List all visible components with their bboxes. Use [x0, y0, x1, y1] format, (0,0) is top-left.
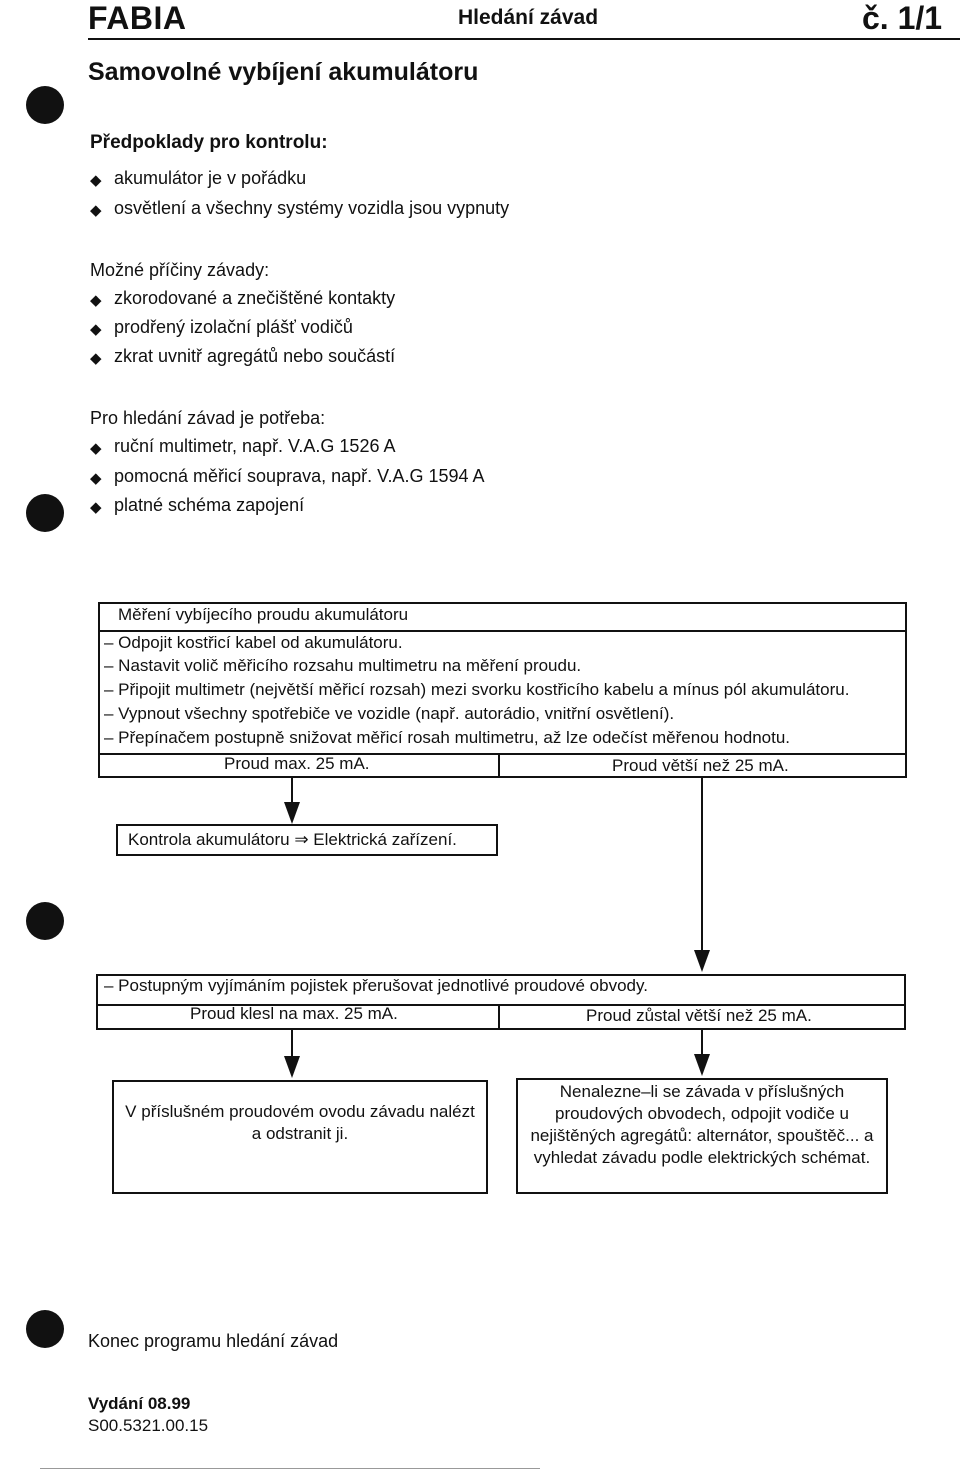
bullet-icon: ◆	[90, 172, 102, 189]
measure-step: – Připojit multimetr (největší měřicí ro…	[104, 680, 850, 699]
bullet-icon: ◆	[90, 470, 102, 487]
footer-rule	[40, 1468, 540, 1469]
fuse-result-remained: Proud zůstal větší než 25 mA.	[586, 1006, 812, 1025]
section-title: Hledání závad	[458, 6, 599, 29]
punch-hole-3	[26, 902, 64, 940]
fuse-result-split	[498, 1004, 500, 1030]
arrow-down-icon	[694, 1054, 710, 1076]
punch-hole-1	[26, 86, 64, 124]
search-text: Nenalezne–li se závada v příslušných pro…	[530, 1082, 874, 1167]
measure-title-divider	[98, 630, 907, 632]
list-item: osvětlení a všechny systémy vozidla jsou…	[114, 198, 510, 218]
fuse-result-divider	[96, 1004, 906, 1006]
arrow-down-icon	[284, 1056, 300, 1078]
connector-line	[291, 1030, 293, 1060]
header-rule	[88, 38, 960, 40]
end-text: Konec programu hledání závad	[88, 1331, 339, 1351]
list-item: prodřený izolační plášť vodičů	[114, 317, 353, 337]
connector-line	[701, 778, 703, 954]
measure-step: – Odpojit kostřicí kabel od akumulátoru.	[104, 633, 403, 652]
measure-step: – Vypnout všechny spotřebiče ve vozidle …	[104, 704, 675, 723]
page-number: č. 1/1	[862, 0, 943, 36]
punch-hole-4	[26, 1310, 64, 1348]
fix-box	[112, 1080, 488, 1194]
connector-line	[291, 778, 293, 806]
bullet-icon: ◆	[90, 440, 102, 457]
list-item: zkorodované a znečištěné kontakty	[114, 288, 396, 308]
fuse-result-dropped: Proud klesl na max. 25 mA.	[190, 1004, 398, 1023]
measure-step: – Přepínačem postupně snižovat měřicí ro…	[104, 728, 791, 747]
measure-result-split	[498, 753, 500, 778]
bullet-icon: ◆	[90, 350, 102, 367]
document-code: S00.5321.00.15	[88, 1416, 209, 1435]
list-item: platné schéma zapojení	[114, 495, 305, 515]
arrow-down-icon	[694, 950, 710, 972]
check-battery-box	[116, 824, 498, 856]
page-heading: Samovolné vybíjení akumulátoru	[88, 58, 479, 86]
causes-title: Možné příčiny závady:	[90, 260, 270, 280]
fuse-step: – Postupným vyjímáním pojistek přerušova…	[104, 976, 648, 995]
fix-text: V příslušném proudovém ovodu závadu nalé…	[125, 1102, 475, 1143]
prerequisites-title: Předpoklady pro kontrolu:	[90, 132, 328, 153]
list-item: akumulátor je v pořádku	[114, 168, 307, 188]
connector-line	[701, 1030, 703, 1058]
result-low-current: Proud max. 25 mA.	[224, 754, 370, 773]
list-item: pomocná měřicí souprava, např. V.A.G 159…	[114, 466, 485, 486]
measure-result-divider	[98, 753, 907, 755]
arrow-down-icon	[284, 802, 300, 824]
edition-label: Vydání 08.99	[88, 1394, 191, 1413]
punch-hole-2	[26, 494, 64, 532]
bullet-icon: ◆	[90, 292, 102, 309]
measure-step: – Nastavit volič měřicího rozsahu multim…	[104, 656, 582, 675]
measure-title: Měření vybíjecího proudu akumulátoru	[118, 605, 409, 624]
bullet-icon: ◆	[90, 202, 102, 219]
bullet-icon: ◆	[90, 321, 102, 338]
needs-title: Pro hledání závad je potřeba:	[90, 408, 326, 428]
list-item: zkrat uvnitř agregátů nebo součástí	[114, 346, 396, 366]
brand-title: FABIA	[88, 0, 187, 36]
fuse-box	[96, 974, 906, 1030]
list-item: ruční multimetr, např. V.A.G 1526 A	[114, 436, 396, 456]
result-high-current: Proud větší než 25 mA.	[612, 756, 789, 775]
check-battery-text: Kontrola akumulátoru ⇒ Elektrická zaříze…	[128, 830, 457, 849]
bullet-icon: ◆	[90, 499, 102, 516]
search-box	[516, 1078, 888, 1194]
measure-box	[98, 602, 907, 778]
